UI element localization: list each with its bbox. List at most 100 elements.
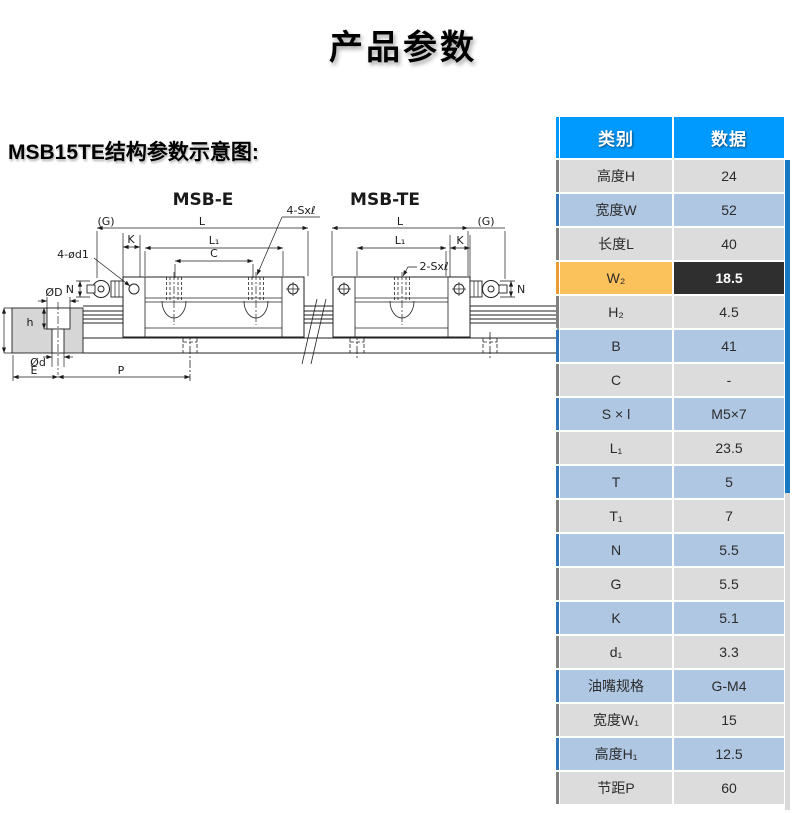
- row-accent-bar: [556, 296, 559, 328]
- dim-label-n-right: N: [517, 283, 525, 296]
- dim-label-l-right: L: [397, 215, 404, 228]
- msb-e-screw-holes: [161, 272, 269, 325]
- row-value: -: [674, 364, 784, 396]
- view-title-msb-te: MSB-TE: [350, 190, 420, 210]
- dimensions-msb-e: [76, 216, 320, 298]
- dim-label-l-left: L: [199, 215, 206, 228]
- msb-te-screw-hole: [389, 272, 415, 325]
- dimensions-cross-section: [1, 297, 190, 381]
- spec-table: 类别 数据 高度H 24 宽度W 52 长度L 40 W₂ 18.5 H₂ 4.…: [556, 117, 784, 806]
- row-value: 5.1: [674, 602, 784, 634]
- row-category: B: [560, 330, 672, 362]
- row-accent-bar: [556, 772, 559, 804]
- scrollbar-thumb[interactable]: [785, 160, 790, 493]
- table-body: 高度H 24 宽度W 52 长度L 40 W₂ 18.5 H₂ 4.5 B 41…: [556, 160, 784, 804]
- row-category: T₁: [560, 500, 672, 532]
- table-row: 节距P 60: [556, 772, 784, 804]
- row-value: 23.5: [674, 432, 784, 464]
- row-category: T: [560, 466, 672, 498]
- end-cap-screw-icon: [337, 282, 351, 296]
- scrollbar-track[interactable]: [785, 160, 790, 810]
- table-row: G 5.5: [556, 568, 784, 600]
- rail-cross-section: [11, 302, 84, 375]
- row-accent-bar: [556, 738, 559, 770]
- structure-diagram: MSB-E (G) K L L₁ C 4-Sxℓ 4-ød1 N ØD h Ød…: [1, 190, 559, 381]
- row-value: 5.5: [674, 534, 784, 566]
- dim-label-k-right: K: [456, 234, 464, 247]
- dim-label-n-left: N: [66, 283, 74, 296]
- row-category: G: [560, 568, 672, 600]
- row-category: 油嘴规格: [560, 670, 672, 702]
- dim-label-c: C: [210, 247, 218, 260]
- msb-te-block: [332, 276, 508, 338]
- row-accent-bar: [556, 364, 559, 396]
- row-accent-bar: [556, 432, 559, 464]
- page-title: 产品参数: [329, 29, 477, 67]
- row-value: 52: [674, 194, 784, 226]
- table-row: K 5.1: [556, 602, 784, 634]
- row-value: G-M4: [674, 670, 784, 702]
- table-row: 高度H₁ 12.5: [556, 738, 784, 770]
- header-data: 数据: [674, 117, 784, 158]
- dimensions-msb-te: [331, 225, 515, 298]
- d1-hole-circle: [128, 283, 140, 295]
- dim-label-g-left: (G): [97, 215, 114, 228]
- row-accent-bar: [556, 500, 559, 532]
- table-header-row: 类别 数据: [556, 117, 784, 158]
- msb-e-block: [86, 276, 305, 338]
- table-row: 长度L 40: [556, 228, 784, 260]
- dim-label-l1-right: L₁: [395, 234, 406, 247]
- row-accent-bar: [556, 704, 559, 736]
- end-cap-screw-icon: [452, 282, 466, 296]
- dim-label-4od1: 4-ød1: [57, 248, 89, 261]
- dim-label-2sxl: 2-Sxℓ: [419, 260, 448, 273]
- rail-side-view: [83, 298, 559, 365]
- table-row: 宽度W 52: [556, 194, 784, 226]
- dim-label-l1-left: L₁: [209, 234, 220, 247]
- dim-label-k-left: K: [127, 233, 135, 246]
- dim-label-g-right: (G): [477, 215, 494, 228]
- table-row: B 41: [556, 330, 784, 362]
- end-cap-screw-icon: [286, 282, 300, 296]
- table-row: T₁ 7: [556, 500, 784, 532]
- row-category: 高度H₁: [560, 738, 672, 770]
- row-value: 41: [674, 330, 784, 362]
- row-value: 3.3: [674, 636, 784, 668]
- table-row: W₂ 18.5: [556, 262, 784, 294]
- row-value: 5.5: [674, 568, 784, 600]
- table-row: C -: [556, 364, 784, 396]
- row-accent-bar: [556, 160, 559, 192]
- header-category: 类别: [560, 117, 672, 158]
- row-value: 60: [674, 772, 784, 804]
- table-row: T 5: [556, 466, 784, 498]
- table-row: S × l M5×7: [556, 398, 784, 430]
- table-row: N 5.5: [556, 534, 784, 566]
- row-category: N: [560, 534, 672, 566]
- row-category: d₁: [560, 636, 672, 668]
- row-value: 18.5: [674, 262, 784, 294]
- row-accent-bar: [556, 636, 559, 668]
- dim-label-e: E: [31, 364, 38, 377]
- header-accent-bar: [556, 117, 559, 158]
- dim-label-odD: ØD: [45, 286, 62, 299]
- row-value: 12.5: [674, 738, 784, 770]
- row-category: C: [560, 364, 672, 396]
- row-accent-bar: [556, 466, 559, 498]
- grease-nipple-left: [86, 280, 124, 298]
- row-accent-bar: [556, 534, 559, 566]
- row-value: M5×7: [674, 398, 784, 430]
- row-category: 长度L: [560, 228, 672, 260]
- table-row: 宽度W₁ 15: [556, 704, 784, 736]
- row-accent-bar: [556, 568, 559, 600]
- row-category: L₁: [560, 432, 672, 464]
- dim-label-h: h: [27, 316, 34, 329]
- row-accent-bar: [556, 398, 559, 430]
- dim-label-4sxl: 4-Sxℓ: [286, 204, 315, 217]
- dim-label-odd: Ød: [30, 356, 46, 369]
- row-accent-bar: [556, 262, 559, 294]
- row-value: 5: [674, 466, 784, 498]
- row-accent-bar: [556, 330, 559, 362]
- row-category: H₂: [560, 296, 672, 328]
- row-accent-bar: [556, 670, 559, 702]
- table-row: L₁ 23.5: [556, 432, 784, 464]
